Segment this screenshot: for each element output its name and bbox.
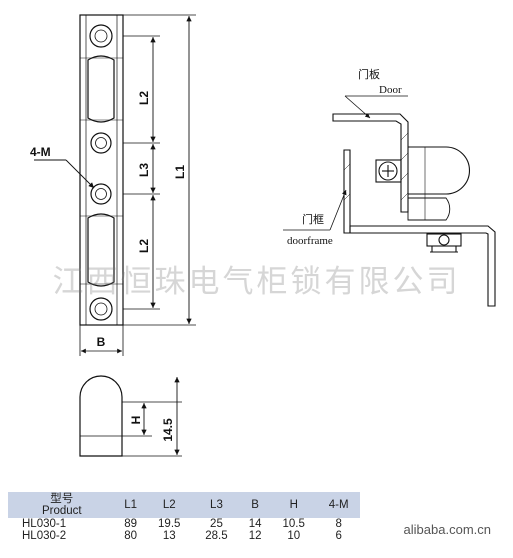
value-cell: 28.5 xyxy=(205,530,228,542)
assembly-view xyxy=(332,113,496,307)
value-cell: 6 xyxy=(335,530,342,542)
width-dimension xyxy=(79,325,124,356)
door-label-en: Door xyxy=(379,84,402,96)
dim-label-l2-top: L2 xyxy=(137,91,151,105)
dim-label-b: B xyxy=(97,335,106,349)
hinge-cap xyxy=(408,146,470,195)
bracket xyxy=(349,225,496,307)
door-panel xyxy=(332,113,409,213)
spec-table: 型号 Product L1 L2 L3 B H 4-M HL030-1 89 1… xyxy=(8,492,360,542)
product-cell: HL030-1 xyxy=(22,518,67,530)
value-cell: 19.5 xyxy=(158,518,181,530)
column-header: L3 xyxy=(192,492,241,518)
column-header: L1 xyxy=(115,492,146,518)
value-cell: 14 xyxy=(248,518,262,530)
frame-label-cn: 门框 xyxy=(302,212,324,226)
product-header: 型号 Product xyxy=(8,492,116,518)
site-watermark: alibaba.com.cn xyxy=(403,522,491,537)
column-header: H xyxy=(270,492,318,518)
product-cell: HL030-2 xyxy=(22,530,67,542)
column-header: 4-M xyxy=(317,492,360,518)
cap-side-view xyxy=(79,375,182,457)
screw-head xyxy=(375,159,402,183)
dim-label-h-total: 14.5 xyxy=(161,418,175,442)
cap-dimensions xyxy=(141,377,180,455)
frame-label-en: doorframe xyxy=(287,235,333,247)
dimension-lines xyxy=(150,16,192,324)
value-cell: 89 xyxy=(124,518,137,530)
cap-outline xyxy=(79,375,123,457)
dim-label-h: H xyxy=(129,416,143,425)
strip-front-view xyxy=(79,14,124,326)
door-frame xyxy=(343,149,351,234)
mounting-hole xyxy=(89,24,113,48)
value-cell: 12 xyxy=(248,530,262,542)
dim-label-l1: L1 xyxy=(173,165,187,179)
hole-spec-label: 4-M xyxy=(30,145,51,159)
mounting-hole xyxy=(90,132,112,154)
assembly-leaders xyxy=(283,95,408,231)
table-row: HL030-2 80 13 28.5 12 10 6 xyxy=(8,530,360,542)
value-cell: 10 xyxy=(287,530,301,542)
hole-leader xyxy=(34,159,95,189)
slot xyxy=(87,55,115,123)
table-header-row: 型号 Product L1 L2 L3 B H 4-M xyxy=(8,492,360,518)
technical-drawing: L2 L3 L2 L1 4-M B H 14.5 xyxy=(30,14,496,457)
extension-lines xyxy=(123,14,196,326)
dim-label-l3: L3 xyxy=(137,163,151,177)
product-header-en: Product xyxy=(41,505,82,517)
bottom-nut xyxy=(426,233,462,247)
table-row: HL030-1 89 19.5 25 14 10.5 8 xyxy=(8,518,360,530)
value-cell: 25 xyxy=(210,518,223,530)
strip-outline xyxy=(79,14,124,326)
door-label-cn: 门板 xyxy=(358,67,380,81)
slot xyxy=(87,213,115,287)
product-header-cn: 型号 xyxy=(50,493,74,505)
mounting-hole xyxy=(90,183,112,205)
mounting-hole xyxy=(89,297,113,321)
value-cell: 13 xyxy=(162,530,176,542)
column-header: L2 xyxy=(145,492,193,518)
section-hatch xyxy=(343,132,409,201)
value-cell: 80 xyxy=(124,530,137,542)
column-header: B xyxy=(240,492,271,518)
value-cell: 8 xyxy=(335,518,342,530)
value-cell: 10.5 xyxy=(282,518,305,530)
dim-label-l2-bottom: L2 xyxy=(137,239,151,253)
